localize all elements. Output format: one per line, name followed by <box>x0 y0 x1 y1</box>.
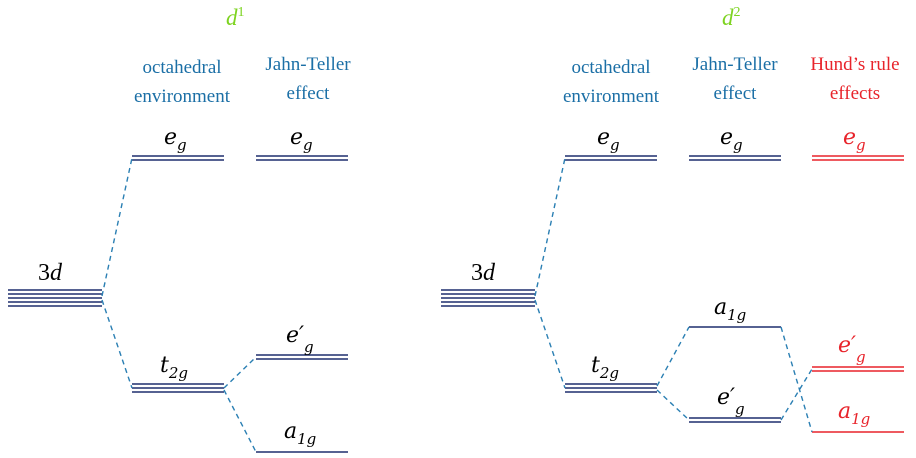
panel-d1: d1 octahedral environment Jahn-Teller ef… <box>8 5 351 453</box>
level-3d <box>8 289 102 307</box>
label-3d: 3d <box>471 260 496 286</box>
level-eprime-g <box>256 354 348 360</box>
label-eg-jahn-teller: eg <box>290 125 313 154</box>
header-hund-line2: effects <box>830 83 880 104</box>
level-eg-octahedral <box>565 155 657 161</box>
label-eg-hund: eg <box>843 125 866 154</box>
label-eg-jahn-teller: eg <box>720 125 743 154</box>
label-eg-octahedral: eg <box>164 125 187 154</box>
level-t2g <box>565 383 657 393</box>
connectors-d2 <box>534 157 813 433</box>
level-t2g <box>132 383 224 393</box>
header-octahedral-line1: octahedral <box>571 57 650 78</box>
level-3d <box>441 289 535 307</box>
level-eg-octahedral <box>132 155 224 161</box>
level-eprime-g-hund <box>812 366 904 372</box>
header-jahn-teller-line2: effect <box>287 83 331 104</box>
header-hund-line1: Hund’s rule <box>810 54 899 75</box>
header-octahedral-line2: environment <box>563 86 660 107</box>
label-t2g: t2g <box>160 353 188 382</box>
header-octahedral-line1: octahedral <box>142 57 221 78</box>
label-a1g-hund: a1g <box>838 399 870 428</box>
label-t2g: t2g <box>591 353 619 382</box>
panel-d2: d2 octahedral environment Jahn-Teller ef… <box>441 5 904 433</box>
title-d1: d1 <box>226 5 245 30</box>
level-eg-hund <box>812 155 904 161</box>
label-3d: 3d <box>38 260 63 286</box>
header-jahn-teller-line2: effect <box>714 83 758 104</box>
label-eprime-g: e′g <box>286 323 314 356</box>
level-eg-jahn-teller <box>256 155 348 161</box>
label-a1g: a1g <box>284 419 316 448</box>
header-jahn-teller-line1: Jahn-Teller <box>692 54 778 75</box>
level-eprime-g-jahn-teller <box>689 417 781 423</box>
header-octahedral-line2: environment <box>134 86 231 107</box>
header-jahn-teller-line1: Jahn-Teller <box>265 54 351 75</box>
connectors-d1 <box>101 157 257 453</box>
level-eg-jahn-teller <box>689 155 781 161</box>
label-eprime-g-jahn-teller: e′g <box>717 385 745 418</box>
label-a1g-jahn-teller: a1g <box>714 295 746 324</box>
label-eprime-g-hund: e′g <box>838 333 866 366</box>
title-d2: d2 <box>722 5 741 30</box>
label-eg-octahedral: eg <box>597 125 620 154</box>
